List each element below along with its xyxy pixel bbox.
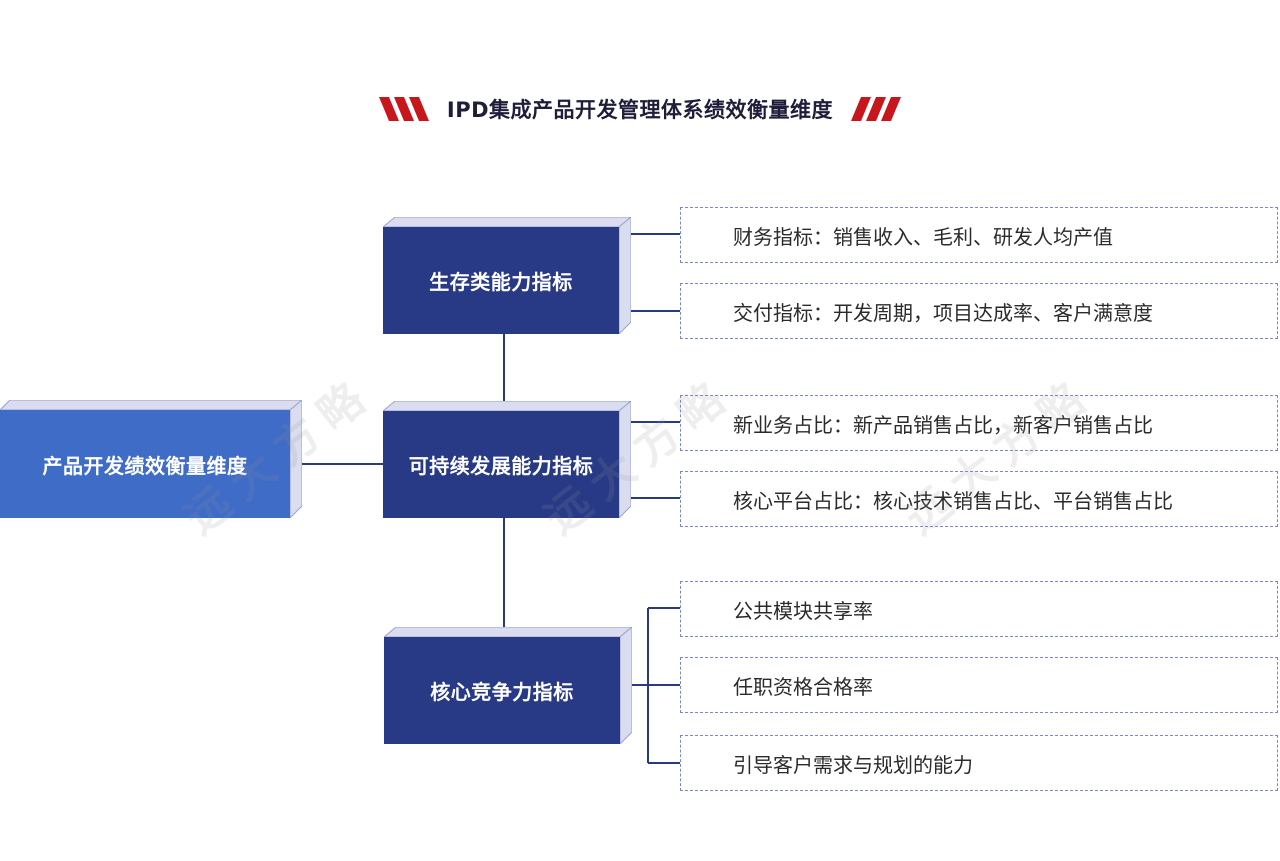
leaf-common-module-sharing: 公共模块共享率 <box>680 581 1278 637</box>
leaf-core-platform-ratio: 核心平台占比：核心技术销售占比、平台销售占比 <box>680 471 1278 527</box>
diagram-title-bar: IPD集成产品开发管理体系绩效衡量维度 <box>0 92 1280 126</box>
leaf-new-business-ratio: 新业务占比：新产品销售占比，新客户销售占比 <box>680 395 1278 451</box>
category-node-label: 核心竞争力指标 <box>384 637 620 744</box>
leaf-financial-indicator: 财务指标：销售收入、毛利、研发人均产值 <box>680 207 1278 263</box>
stripes-left-icon <box>378 97 429 121</box>
leaf-qualification-pass-rate: 任职资格合格率 <box>680 657 1278 713</box>
category-node-label: 可持续发展能力指标 <box>383 411 619 518</box>
category-node-3d-sides <box>383 217 631 334</box>
category-node-survival: 生存类能力指标 <box>383 217 631 334</box>
category-node-core-competence: 核心竞争力指标 <box>384 627 632 744</box>
leaf-customer-demand-guidance: 引导客户需求与规划的能力 <box>680 735 1278 791</box>
diagram-title: IPD集成产品开发管理体系绩效衡量维度 <box>446 98 834 122</box>
root-node: 产品开发绩效衡量维度 <box>0 400 302 518</box>
leaf-delivery-indicator: 交付指标：开发周期，项目达成率、客户满意度 <box>680 283 1278 339</box>
category-node-sustainable: 可持续发展能力指标 <box>383 401 631 518</box>
category-node-label: 生存类能力指标 <box>383 227 619 334</box>
stripes-right-icon <box>851 97 902 121</box>
root-node-label: 产品开发绩效衡量维度 <box>0 410 290 518</box>
